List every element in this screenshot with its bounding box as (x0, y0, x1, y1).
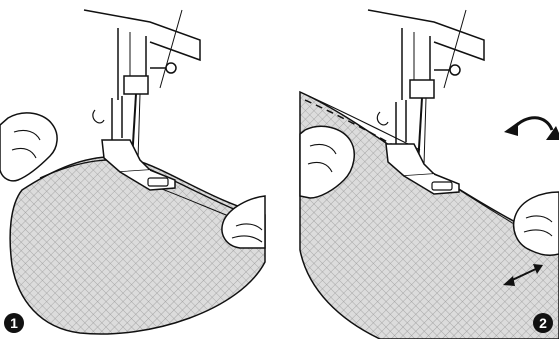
step-marker-1: 1 (4, 313, 24, 333)
rotate-arrow-icon (504, 118, 559, 140)
panel-2 (300, 10, 559, 339)
fabric-piece-1 (10, 157, 265, 334)
panel-1 (0, 10, 265, 334)
left-hand-1 (0, 113, 57, 181)
step-marker-2: 2 (533, 313, 553, 333)
